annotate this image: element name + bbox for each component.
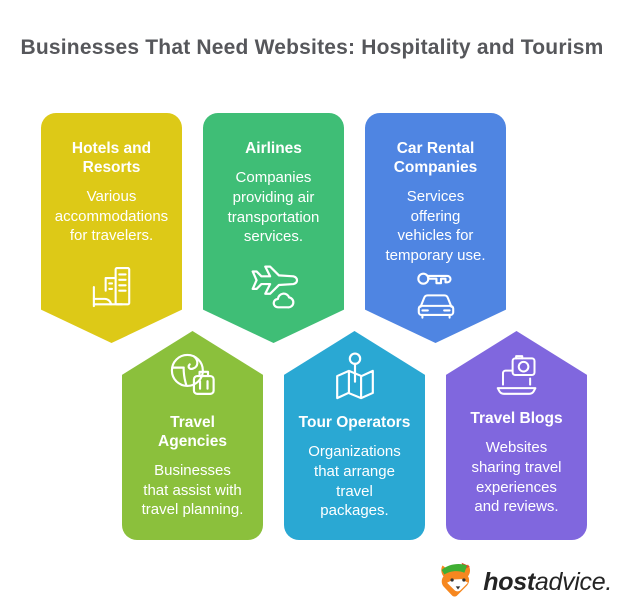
car-key-icon [407, 266, 465, 324]
card-hotels-and-resorts: Hotels and Resorts Various accommodation… [41, 113, 182, 343]
card-title: Travel Blogs [470, 410, 563, 427]
fox-mascot-icon [438, 561, 478, 604]
card-title: Travel Agencies [158, 414, 227, 450]
globe-suitcase-icon [163, 347, 223, 407]
laptop-camera-icon [489, 347, 545, 403]
card-title: Tour Operators [298, 414, 411, 431]
map-pin-icon [325, 347, 385, 407]
airplane-cloud-icon [243, 255, 305, 317]
card-description: Businesses that assist with travel plann… [141, 461, 244, 519]
card-title: Hotels and Resorts [71, 140, 152, 176]
card-travel-agencies: Travel Agencies Businesses that assist w… [122, 331, 263, 540]
logo-word-advice: advice. [534, 568, 612, 596]
card-description: Organizations that arrange travel packag… [308, 442, 401, 520]
hostadvice-logo: hostadvice. [438, 561, 612, 604]
hotel-bed-buildings-icon [83, 259, 141, 317]
card-description: Various accommodations for travelers. [54, 187, 169, 245]
card-airlines: Airlines Companies providing air transpo… [203, 113, 344, 343]
logo-wordmark: hostadvice. [483, 568, 612, 597]
logo-word-host: host [483, 568, 535, 596]
card-shape [365, 113, 506, 343]
card-description: Websites sharing travel experiences and … [471, 438, 562, 516]
card-title: Car Rental Companies [393, 140, 478, 176]
card-title: Airlines [245, 140, 302, 157]
card-car-rental-companies: Car Rental Companies Services offering v… [365, 113, 506, 343]
page-title: Businesses That Need Websites: Hospitali… [20, 36, 604, 59]
card-shape [122, 331, 263, 540]
card-shape [446, 331, 587, 540]
card-description: Companies providing air transportation s… [227, 168, 320, 246]
card-tour-operators: Tour Operators Organizations that arrang… [284, 331, 425, 540]
card-travel-blogs: Travel Blogs Websites sharing travel exp… [446, 331, 587, 540]
card-description: Services offering vehicles for temporary… [385, 187, 486, 265]
